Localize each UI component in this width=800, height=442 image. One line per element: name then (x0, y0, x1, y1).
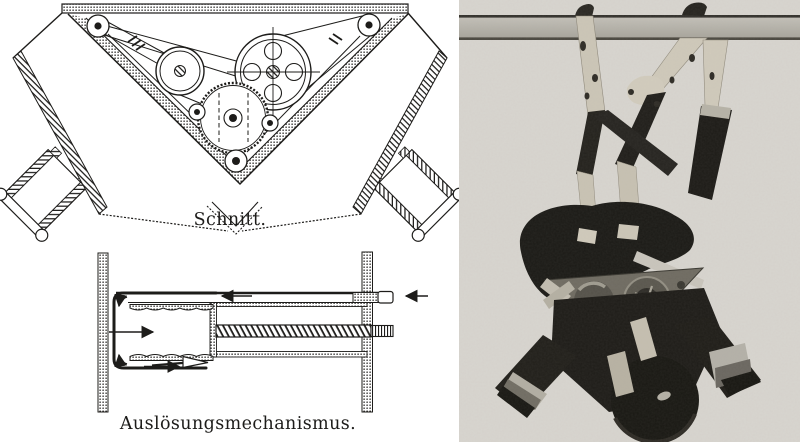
arm-clamp-ticks (127, 33, 343, 51)
photo-apparatus-hanging (459, 0, 800, 442)
motion-arrows (109, 289, 428, 373)
right-lens-tube (370, 146, 460, 242)
spring-bottom (129, 354, 214, 361)
schnitt-caption: Schnitt. (193, 210, 267, 230)
spring-top (129, 304, 214, 311)
u-clamp (112, 291, 218, 370)
ausloesung-diagram (97, 251, 428, 413)
figures-panel: Schnitt. (0, 3, 460, 434)
outer-casing (12, 12, 448, 235)
top-plate (61, 3, 409, 14)
schnitt-diagram (0, 3, 460, 242)
left-wall (97, 252, 109, 413)
shutter-drum (188, 81, 279, 155)
ausloesung-caption: Auslösungsmechanismus. (119, 414, 357, 434)
screw-rod (215, 324, 394, 338)
pulley-top-left (86, 14, 110, 38)
pulley-large-left (155, 46, 205, 96)
pulley-top-right (357, 13, 381, 37)
pulley-apex (224, 149, 248, 173)
photo-panel (459, 0, 800, 442)
grain-overlay (459, 0, 800, 442)
